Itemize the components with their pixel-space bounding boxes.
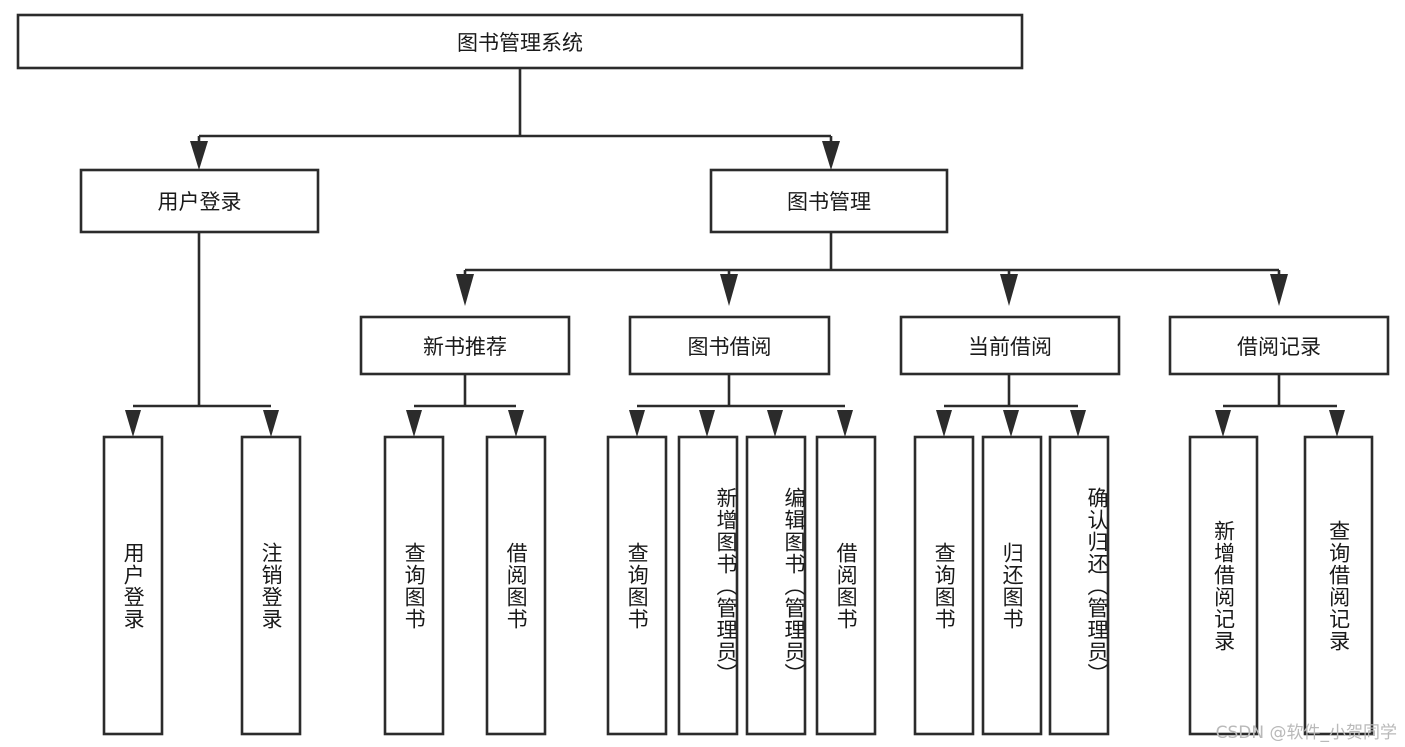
node-box-leaf-borrow-book-2[interactable] xyxy=(815,435,877,736)
watermark-text: CSDN @软件_小贺同学 xyxy=(1215,723,1397,743)
arrow-head-user-login xyxy=(190,141,208,170)
arrow-head-leaf-add-book xyxy=(699,410,715,437)
node-box-leaf-query-record[interactable] xyxy=(1303,435,1374,736)
arrow-head-leaf-borrow-book-1 xyxy=(508,410,524,437)
connector-group-root xyxy=(190,68,840,170)
connector-group-user-login xyxy=(125,232,279,437)
connector-group-new-book-recommend xyxy=(406,374,524,437)
node-box-leaf-query-book-3[interactable] xyxy=(913,435,975,736)
arrow-head-borrow-record xyxy=(1270,274,1288,306)
arrow-head-leaf-query-record xyxy=(1329,410,1345,437)
node-box-user-login[interactable] xyxy=(79,168,320,234)
node-box-leaf-confirm-return[interactable] xyxy=(1048,435,1110,736)
node-box-leaf-borrow-book-1[interactable] xyxy=(485,435,547,736)
node-box-leaf-add-book[interactable] xyxy=(677,435,739,736)
arrow-head-new-book-recommend xyxy=(456,274,474,306)
node-box-leaf-user-logout[interactable] xyxy=(240,435,302,736)
connector-group-borrow-record xyxy=(1215,374,1345,437)
arrow-head-leaf-edit-book xyxy=(767,410,783,437)
arrow-head-leaf-user-login xyxy=(125,410,141,437)
arrow-head-leaf-user-logout xyxy=(263,410,279,437)
arrow-head-book-manage xyxy=(822,141,840,170)
arrow-head-leaf-query-book-2 xyxy=(629,410,645,437)
arrow-head-current-borrow xyxy=(1000,274,1018,306)
node-box-new-book-recommend[interactable] xyxy=(359,315,571,376)
node-box-borrow-record[interactable] xyxy=(1168,315,1390,376)
node-box-book-manage[interactable] xyxy=(709,168,949,234)
node-box-root[interactable] xyxy=(16,13,1024,70)
node-box-leaf-user-login[interactable] xyxy=(102,435,164,736)
node-box-leaf-add-record[interactable] xyxy=(1188,435,1259,736)
node-box-book-borrow[interactable] xyxy=(628,315,831,376)
arrow-head-leaf-borrow-book-2 xyxy=(837,410,853,437)
arrow-head-leaf-return-book xyxy=(1003,410,1019,437)
node-box-current-borrow[interactable] xyxy=(899,315,1121,376)
connector-group-book-borrow xyxy=(629,374,853,437)
arrow-head-leaf-confirm-return xyxy=(1070,410,1086,437)
arrow-head-leaf-add-record xyxy=(1215,410,1231,437)
arrow-head-leaf-query-book-3 xyxy=(936,410,952,437)
arrow-head-leaf-query-book-1 xyxy=(406,410,422,437)
node-box-leaf-query-book-1[interactable] xyxy=(383,435,445,736)
connector-group-book-manage xyxy=(456,232,1288,306)
node-box-leaf-query-book-2[interactable] xyxy=(606,435,668,736)
node-box-leaf-return-book[interactable] xyxy=(981,435,1043,736)
arrow-head-book-borrow xyxy=(720,274,738,306)
connector-group-current-borrow xyxy=(936,374,1086,437)
node-box-leaf-edit-book[interactable] xyxy=(745,435,807,736)
